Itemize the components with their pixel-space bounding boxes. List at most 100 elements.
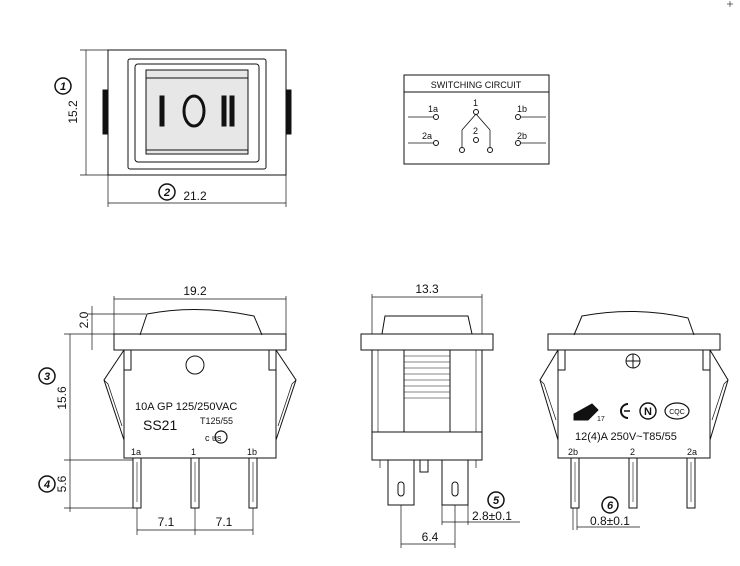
contact-2a-icon bbox=[433, 140, 439, 146]
rear-corner-post bbox=[557, 349, 566, 371]
rear-latch-left-serration bbox=[539, 379, 557, 421]
rear-corner-post bbox=[702, 349, 711, 371]
circuit-label-2: 2 bbox=[473, 126, 478, 136]
contact-1a-icon bbox=[433, 114, 439, 120]
circuit-lever bbox=[461, 113, 477, 131]
circuit-title: SWITCHING CIRCUIT bbox=[431, 80, 522, 90]
top-height-marker: 1 bbox=[60, 81, 66, 93]
side-rocker bbox=[381, 315, 473, 335]
circuit-label-1a: 1a bbox=[428, 104, 438, 114]
front-flange bbox=[113, 333, 287, 351]
side-view: 13.3 6.4 5 2.8±0.1 bbox=[360, 282, 520, 548]
front-terminal-dimension: 5.6 bbox=[55, 475, 69, 492]
front-corner-post bbox=[123, 349, 132, 371]
circuit-label-2b: 2b bbox=[517, 131, 527, 141]
side-stub bbox=[419, 459, 429, 473]
rear-terminal-2a bbox=[686, 457, 696, 509]
rocker-symbol-two-icon bbox=[221, 95, 227, 127]
ce-mark-icon bbox=[620, 403, 629, 419]
rear-rocker bbox=[573, 310, 695, 336]
front-terminal-label-1: 1 bbox=[191, 447, 196, 457]
rocker-symbol-one-icon bbox=[159, 95, 165, 127]
rear-thickness-marker: 6 bbox=[607, 500, 614, 512]
marker-circle-icon bbox=[158, 183, 176, 201]
marker-circle-icon bbox=[487, 491, 505, 509]
front-body-marker: 3 bbox=[44, 371, 50, 383]
contact-1-icon bbox=[473, 109, 479, 115]
marker-circle-icon bbox=[38, 367, 56, 385]
rear-terminal-label-2: 2 bbox=[630, 447, 635, 457]
circuit-label-1: 1 bbox=[473, 98, 478, 108]
contact-2-icon bbox=[473, 137, 479, 143]
marker-circle-icon bbox=[54, 77, 72, 95]
rear-cert-n: N bbox=[644, 406, 652, 418]
top-view-side-tab-right bbox=[285, 89, 292, 135]
n-mark-icon bbox=[639, 402, 657, 420]
front-pitch-left: 7.1 bbox=[158, 515, 175, 529]
rear-terminal-label-2a: 2a bbox=[687, 447, 697, 457]
circuit-label-2a: 2a bbox=[422, 131, 432, 141]
enec-mark-icon bbox=[573, 403, 599, 421]
front-terminal-label-1a: 1a bbox=[131, 447, 141, 457]
rear-terminal-2 bbox=[628, 457, 638, 509]
front-body bbox=[123, 349, 277, 459]
front-led-window-icon bbox=[185, 355, 205, 375]
contact-icon bbox=[487, 147, 493, 153]
top-width-marker: 2 bbox=[163, 187, 170, 199]
rear-cert-cqc: CQC bbox=[669, 409, 685, 416]
circuit-frame bbox=[403, 74, 550, 165]
rear-flange bbox=[547, 333, 721, 351]
rear-terminal-2b bbox=[570, 457, 580, 509]
rear-terminal-label-2b: 2b bbox=[568, 447, 578, 457]
marker-circle-icon bbox=[601, 496, 619, 514]
contact-2b-icon bbox=[515, 140, 521, 146]
cqc-mark-icon bbox=[664, 402, 690, 420]
front-latch-right bbox=[275, 349, 297, 441]
front-model-text: SS21 bbox=[143, 417, 177, 433]
top-view: 15.2 1 2 21.2 bbox=[54, 49, 292, 207]
switching-circuit: SWITCHING CIRCUIT 1a 1b 2a 2b 1 2 bbox=[403, 74, 550, 165]
ul-mark-icon bbox=[214, 430, 228, 444]
front-cert-text: c us bbox=[205, 433, 222, 443]
front-rating-text: 10A GP 125/250VAC bbox=[135, 401, 237, 413]
marker-circle-icon bbox=[38, 475, 56, 493]
front-corner-post bbox=[268, 349, 277, 371]
side-ribs bbox=[404, 355, 450, 399]
side-tab-spacing-dimension: 6.4 bbox=[422, 530, 439, 544]
front-rocker bbox=[139, 308, 263, 336]
top-view-side-tab-left bbox=[102, 89, 109, 135]
circuit-lever bbox=[475, 113, 491, 131]
front-rocker-dimension: 2.0 bbox=[77, 311, 91, 328]
front-terminal-marker: 4 bbox=[43, 479, 50, 491]
side-flange bbox=[360, 333, 494, 351]
front-width-dimension: 19.2 bbox=[183, 284, 207, 298]
rear-thickness-dimension: 0.8±0.1 bbox=[590, 514, 630, 528]
top-view-rocker-outer bbox=[134, 63, 260, 163]
front-pitch-right: 7.1 bbox=[216, 515, 233, 529]
front-body-dimension: 15.6 bbox=[55, 386, 69, 410]
rear-latch-right bbox=[709, 349, 729, 441]
rear-latch-left bbox=[539, 349, 559, 441]
front-view: 10A GP 125/250VAC T125/55 SS21 c us 1a 1… bbox=[38, 284, 297, 535]
side-tab-left-hole bbox=[397, 481, 405, 497]
side-tab-right-hole bbox=[451, 481, 459, 497]
rear-cert-17: 17 bbox=[597, 416, 605, 423]
rocker-symbol-off-icon bbox=[182, 94, 206, 128]
rear-rating-text: 12(4)A 250V~T85/55 bbox=[575, 431, 677, 443]
front-temp-text: T125/55 bbox=[200, 416, 233, 426]
contact-icon bbox=[459, 147, 465, 153]
front-latch-right-serration bbox=[277, 379, 297, 427]
rocker-symbol-two-icon bbox=[229, 95, 235, 127]
top-view-bezel bbox=[127, 58, 267, 170]
rear-latch-right-serration bbox=[711, 379, 729, 421]
contact-1b-icon bbox=[515, 114, 521, 120]
top-height-dimension: 15.2 bbox=[66, 100, 80, 124]
side-tab-marker: 5 bbox=[493, 495, 500, 507]
front-latch-left-serration bbox=[103, 379, 123, 427]
rear-view: 17 N CQC 12(4)A 250V~T85/55 2b 2 2a 6 0.… bbox=[539, 310, 729, 530]
front-latch-left bbox=[103, 349, 125, 441]
circuit-label-1b: 1b bbox=[517, 104, 527, 114]
side-width-dimension: 13.3 bbox=[415, 282, 439, 296]
side-tab-width-dimension: 2.8±0.1 bbox=[472, 509, 512, 523]
